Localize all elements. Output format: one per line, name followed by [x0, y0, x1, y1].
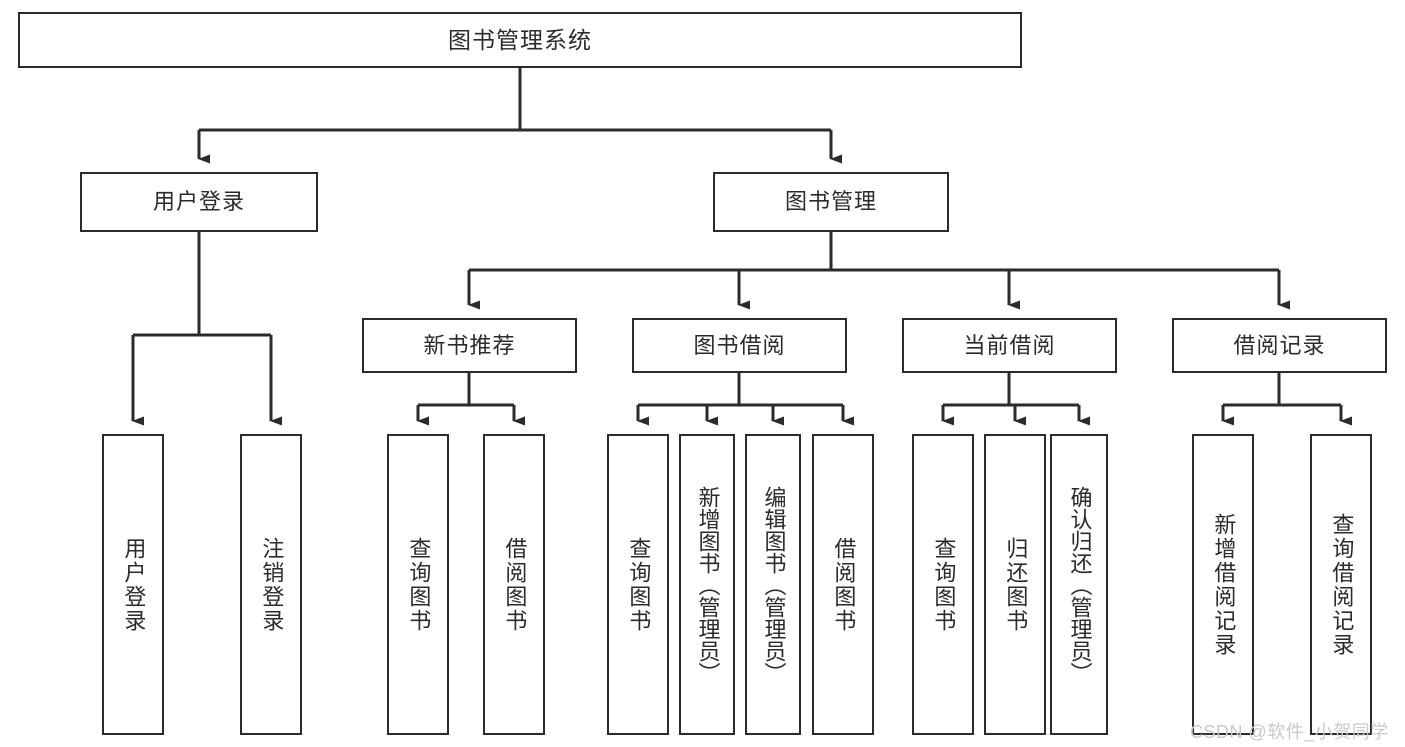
leaf-node-6[interactable]: 编辑图书（管理员）	[745, 434, 801, 735]
leaf-node-label: 新增图书（管理员）	[695, 485, 721, 684]
level3-node-0[interactable]: 新书推荐	[362, 318, 577, 373]
leaf-node-10[interactable]: 确认归还（管理员）	[1050, 434, 1108, 735]
leaf-node-12[interactable]: 查询借阅记录	[1310, 434, 1372, 735]
leaf-node-8[interactable]: 查询图书	[912, 434, 974, 735]
leaf-node-label: 查询图书	[406, 536, 432, 633]
leaf-node-label: 注销登录	[259, 536, 285, 633]
level3-node-label: 图书借阅	[693, 332, 786, 358]
level2-node-0[interactable]: 用户登录	[80, 172, 318, 232]
level3-node-2[interactable]: 当前借阅	[902, 318, 1117, 373]
leaf-node-11[interactable]: 新增借阅记录	[1192, 434, 1254, 735]
level3-node-label: 新书推荐	[423, 332, 516, 358]
leaf-node-label: 查询图书	[931, 536, 957, 633]
leaf-node-5[interactable]: 新增图书（管理员）	[679, 434, 735, 735]
root-node[interactable]: 图书管理系统	[18, 12, 1022, 68]
leaf-node-label: 查询借阅记录	[1329, 512, 1355, 657]
level2-node-label: 图书管理	[784, 189, 877, 214]
leaf-node-label: 归还图书	[1003, 536, 1029, 633]
level3-node-label: 当前借阅	[963, 332, 1056, 358]
level3-node-1[interactable]: 图书借阅	[632, 318, 847, 373]
leaf-node-0[interactable]: 用户登录	[102, 434, 164, 735]
leaf-node-4[interactable]: 查询图书	[607, 434, 669, 735]
leaf-node-label: 查询图书	[626, 536, 652, 633]
level2-node-label: 用户登录	[152, 189, 245, 214]
leaf-node-label: 确认归还（管理员）	[1067, 485, 1093, 684]
leaf-node-2[interactable]: 查询图书	[387, 434, 449, 735]
leaf-node-label: 用户登录	[121, 536, 147, 633]
root-node-label: 图书管理系统	[448, 26, 592, 53]
leaf-node-label: 编辑图书（管理员）	[761, 485, 787, 684]
level3-node-3[interactable]: 借阅记录	[1172, 318, 1387, 373]
level3-node-label: 借阅记录	[1233, 332, 1326, 358]
leaf-node-label: 借阅图书	[502, 536, 528, 633]
level2-node-1[interactable]: 图书管理	[713, 172, 949, 232]
leaf-node-3[interactable]: 借阅图书	[483, 434, 545, 735]
leaf-node-7[interactable]: 借阅图书	[812, 434, 874, 735]
leaf-node-label: 借阅图书	[831, 536, 857, 633]
leaf-node-label: 新增借阅记录	[1211, 512, 1237, 657]
leaf-node-1[interactable]: 注销登录	[240, 434, 302, 735]
leaf-node-9[interactable]: 归还图书	[984, 434, 1046, 735]
